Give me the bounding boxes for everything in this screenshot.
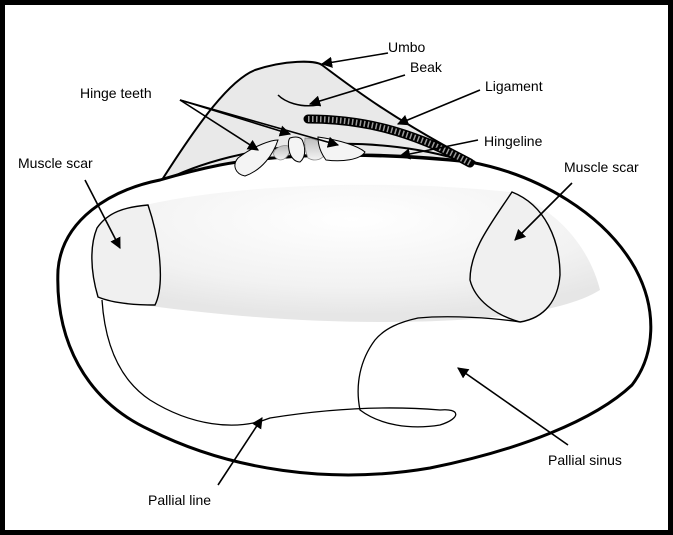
ligament-arrow: [398, 90, 480, 124]
pallial-sinus-label: Pallial sinus: [548, 452, 622, 468]
umbo-label: Umbo: [388, 39, 426, 55]
hingeline-label: Hingeline: [484, 133, 543, 149]
bivalve-shell-diagram: Umbo Beak Ligament Hinge teeth Hingeline…: [5, 5, 668, 530]
hinge-teeth-label: Hinge teeth: [80, 85, 152, 101]
muscle-scar-right-label: Muscle scar: [564, 159, 639, 175]
umbo-arrow: [322, 53, 388, 64]
muscle-scar-left-label: Muscle scar: [18, 155, 93, 171]
ligament-label: Ligament: [485, 78, 543, 94]
beak-label: Beak: [410, 59, 443, 75]
pallial-line-label: Pallial line: [148, 492, 211, 508]
